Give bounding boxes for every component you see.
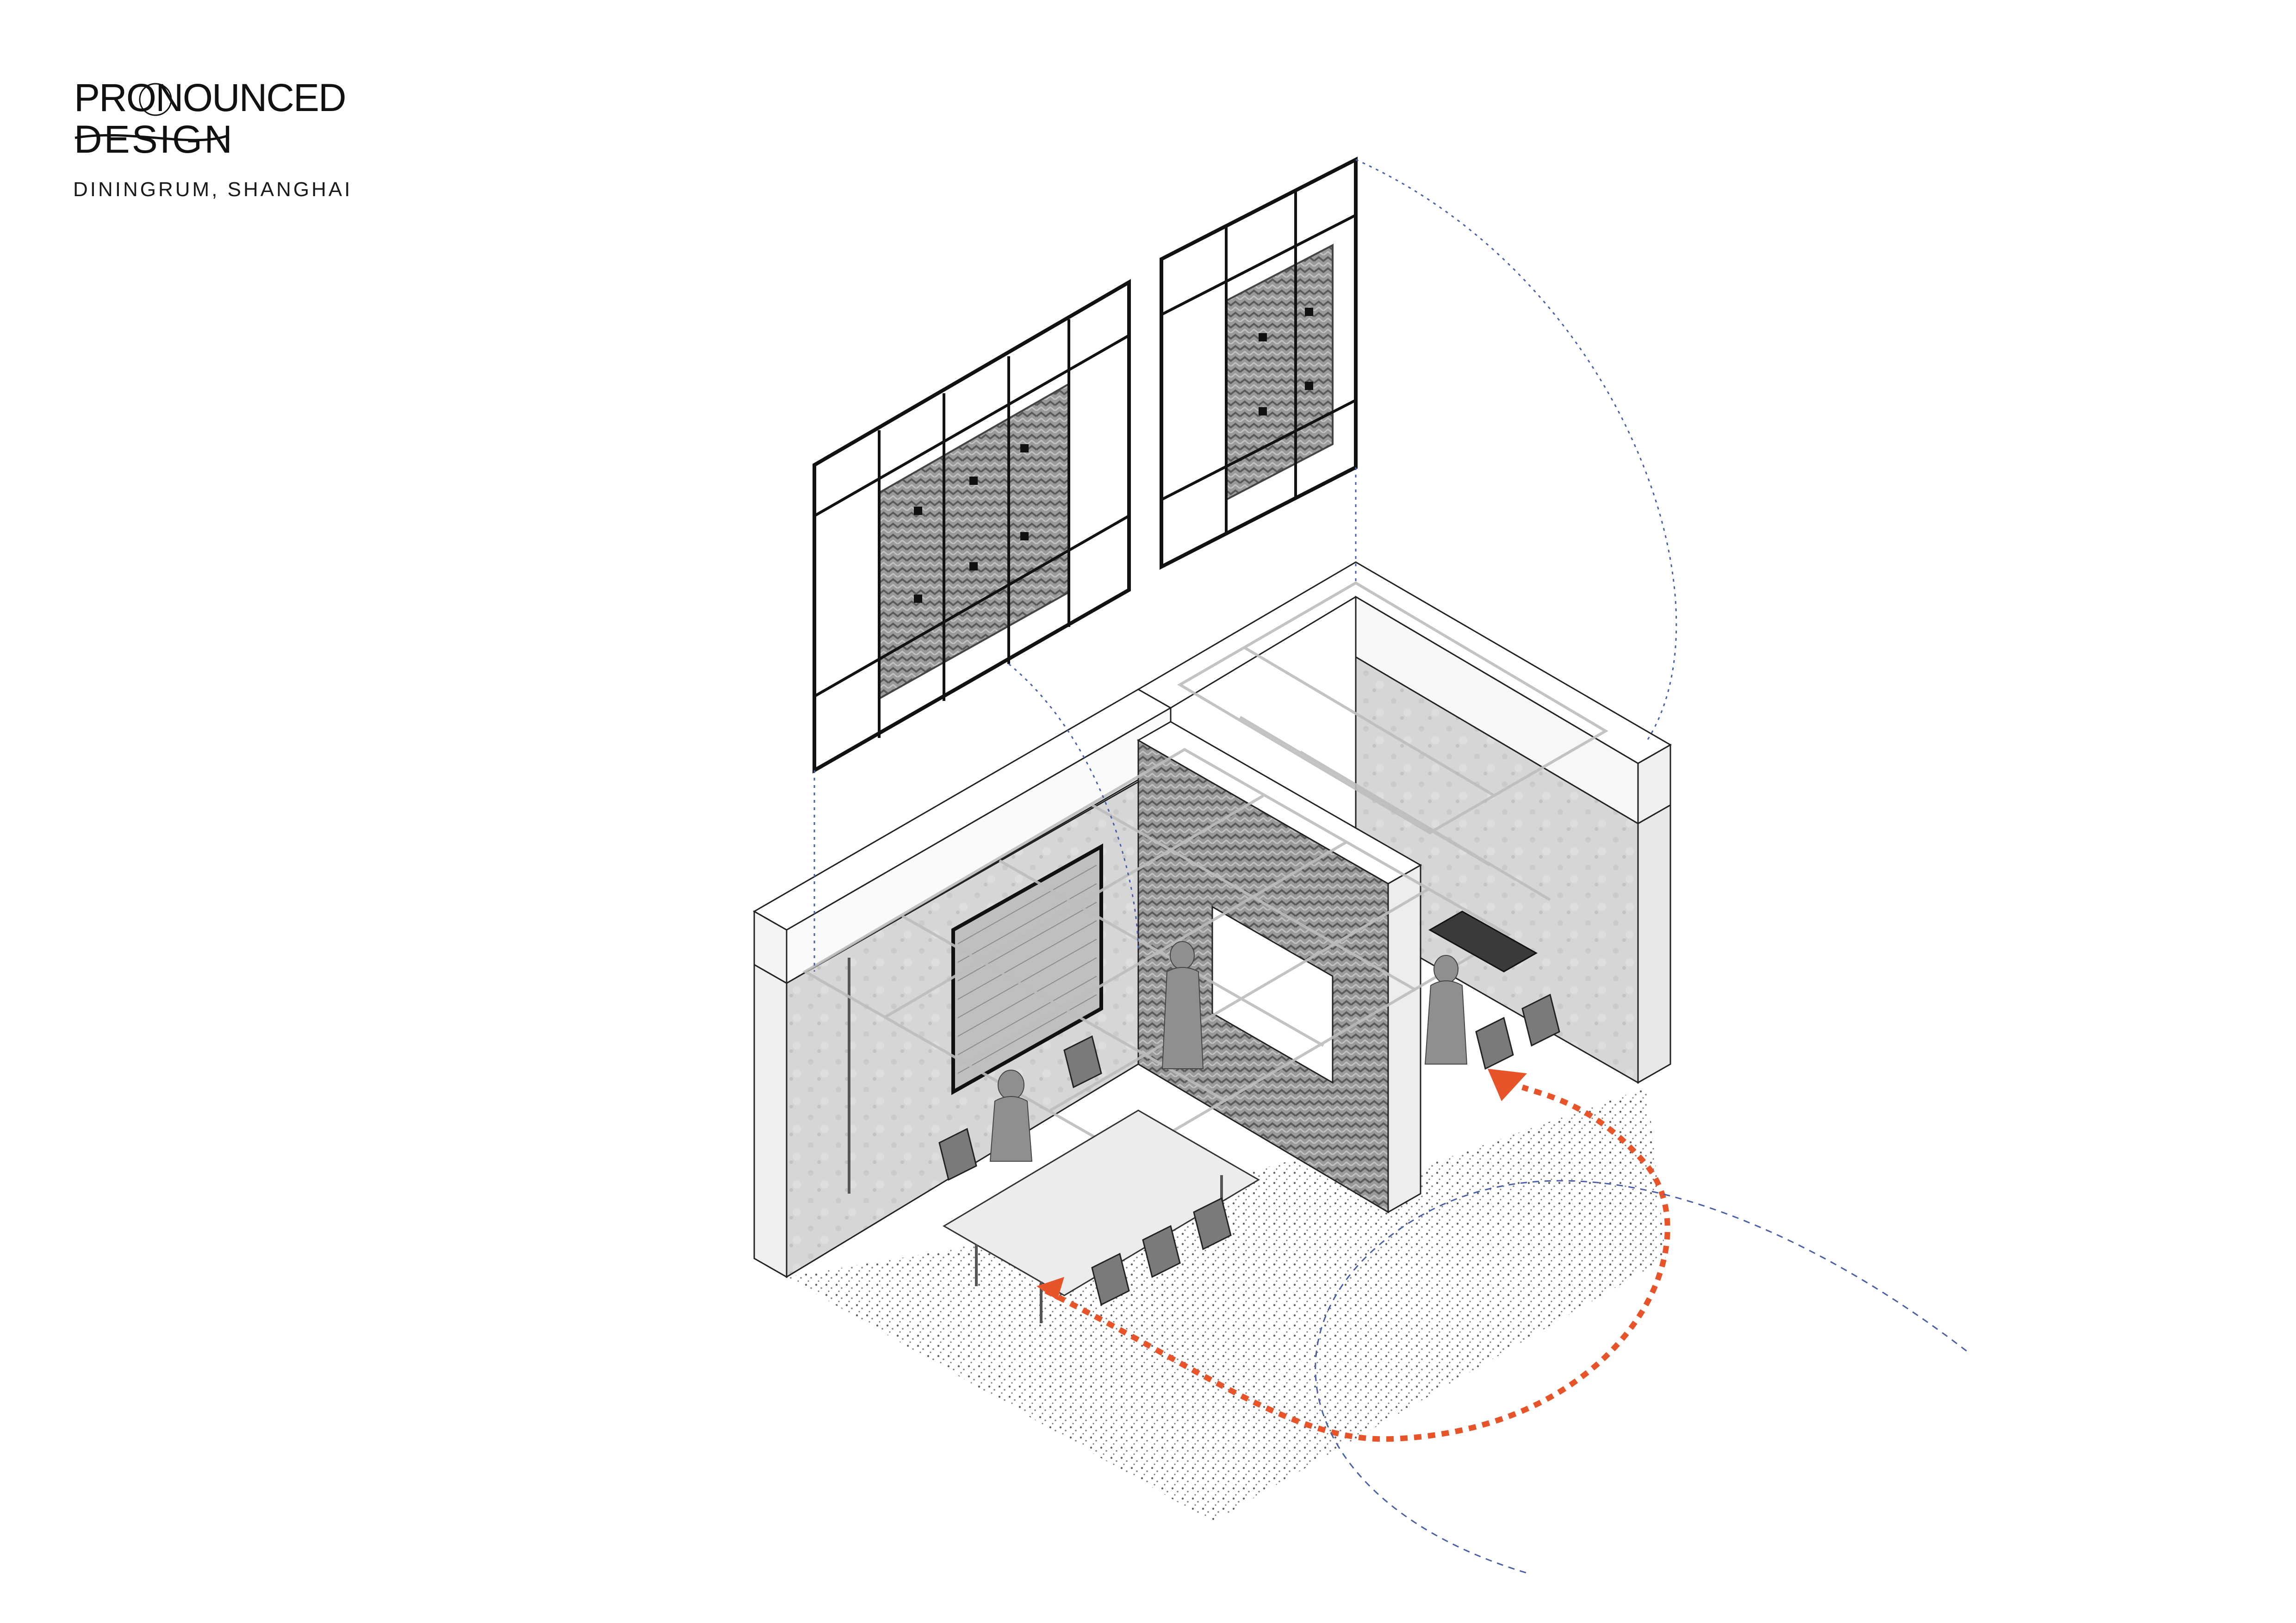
dining-table (943, 1109, 1260, 1323)
logo-ring (139, 83, 172, 116)
right-beam (1137, 561, 1672, 825)
chairs (938, 993, 1560, 1306)
ceiling-grid (802, 581, 1608, 1158)
arrowhead-right (1488, 1069, 1527, 1101)
side-table (1428, 911, 1538, 973)
circulation-path (1036, 1069, 1670, 1442)
guide-lines (813, 159, 1677, 972)
blue-guide-arc (1315, 1180, 1967, 1574)
floor (787, 1087, 1666, 1522)
brand-line1: PRONOUNCED (74, 79, 346, 119)
arrowhead-left (1036, 1277, 1064, 1300)
logo-swoosh (74, 134, 227, 142)
left-beam (752, 688, 1173, 985)
left-wall (753, 781, 1139, 1278)
figures (989, 941, 1468, 1162)
ceiling-panel-right (1160, 156, 1358, 570)
project-caption: DININGRUM, SHANGHAI (73, 178, 353, 201)
brand-logo: PRONOUNCED DESIGN (74, 79, 375, 180)
ceiling-panel-left (813, 279, 1131, 774)
